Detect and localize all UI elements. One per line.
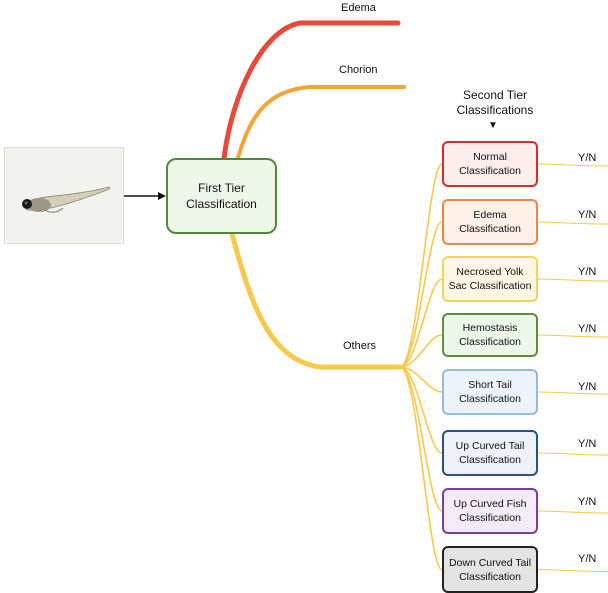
classification-box: Short Tail Classification: [442, 369, 538, 415]
classification-connector: [399, 366, 443, 512]
chorion-branch-label: Chorion: [339, 64, 378, 76]
others-branch-label: Others: [343, 340, 377, 352]
others-branch-line: [229, 231, 403, 370]
others-sub-branches: [399, 163, 608, 572]
first-tier-classification-node: First Tier Classification: [166, 158, 277, 234]
classification-box: Up Curved Fish Classification: [442, 488, 538, 534]
classification-box: Necrosed Yolk Sac Classification: [442, 256, 538, 302]
down-arrow-icon: ▼: [488, 120, 498, 131]
classification-connector: [399, 334, 443, 368]
answer-connector: [537, 569, 608, 572]
yes-no-answer: Y/N: [578, 496, 597, 508]
answer-connector: [537, 452, 608, 456]
classification-connector: [399, 221, 443, 368]
yes-no-answer: Y/N: [578, 323, 597, 335]
arrow-head: [158, 192, 166, 200]
classification-connector: [399, 366, 443, 571]
answer-connector: [537, 221, 608, 225]
answer-connector: [537, 278, 608, 282]
yes-no-answer: Y/N: [578, 381, 597, 393]
yes-no-answer: Y/N: [578, 266, 597, 278]
classification-box: Up Curved Tail Classification: [442, 430, 538, 476]
classification-connector: [399, 366, 443, 454]
chorion-branch-line: [236, 85, 406, 160]
classification-box: Edema Classification: [442, 199, 538, 245]
zebrafish-larva-image: [5, 148, 123, 243]
yes-no-answer: Y/N: [578, 209, 597, 221]
answer-connector: [537, 334, 608, 338]
edema-branch-line: [221, 20, 401, 161]
classification-connector: [399, 278, 443, 368]
answer-connector: [537, 391, 608, 395]
classification-box: Down Curved Tail Classification: [442, 546, 538, 593]
zebrafish-larva-photo: [4, 147, 124, 244]
classification-box: Hemostasis Classification: [442, 313, 538, 357]
yes-no-answer: Y/N: [578, 152, 597, 164]
answer-connector: [537, 163, 608, 167]
yes-no-answer: Y/N: [578, 553, 597, 565]
second-tier-title: Second Tier Classifications: [456, 88, 534, 117]
edema-branch-label: Edema: [341, 2, 376, 14]
answer-connector: [537, 510, 608, 514]
yes-no-answer: Y/N: [578, 438, 597, 450]
classification-connector: [399, 163, 443, 368]
classification-box: Normal Classification: [442, 141, 538, 187]
